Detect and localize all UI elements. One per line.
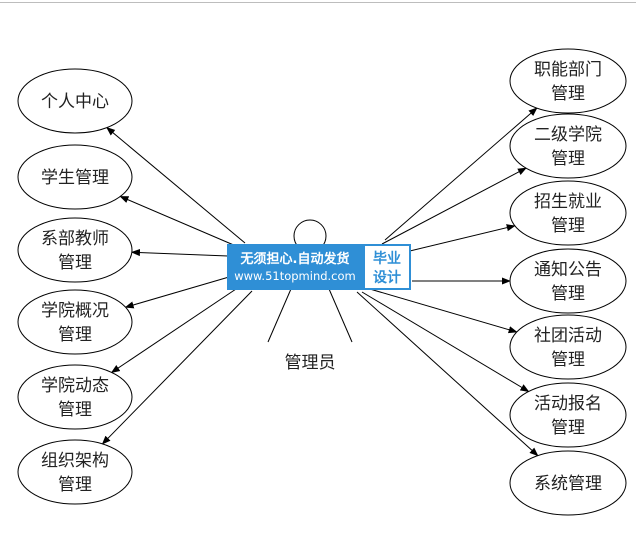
left-association-arrow-5 [110,284,243,373]
left-node-label: 组织架构 [41,451,109,471]
right-node-label: 管理 [551,350,585,370]
right-node-ellipse [509,382,627,448]
left-node-1: 个人中心 [17,68,133,134]
right-node-ellipse [509,180,627,246]
right-node-ellipse [509,113,627,179]
left-node-ellipse [17,144,133,210]
right-node-ellipse [509,248,627,314]
right-node-label: 管理 [551,418,585,438]
right-node-7: 系统管理 [509,450,627,516]
top-border-line [0,2,636,3]
right-association-arrow-6 [361,291,530,392]
left-association-arrow-1 [106,126,246,244]
right-node-label: 管理 [551,284,585,304]
left-node-label: 学生管理 [41,168,109,188]
right-node-label: 管理 [551,84,585,104]
left-node-ellipse [17,68,133,134]
left-node-label: 学院动态 [41,376,109,396]
left-node-ellipse [17,217,133,283]
left-node-label: 管理 [58,253,92,273]
right-association-arrow-5 [362,286,518,334]
right-association-arrow-2 [381,167,527,245]
left-association-arrow-3 [130,248,229,257]
actor-left-leg [267,281,295,343]
right-association-arrow-1 [384,107,538,241]
right-node-label: 二级学院 [534,125,602,145]
watermark-badge-line1: 毕业 [373,251,401,267]
watermark-url: www.51topmind.com [234,269,356,283]
left-node-ellipse [17,289,133,355]
watermark: 无须担心.自动发货 www.51topmind.com 毕业 设计 [227,244,411,290]
right-node-label: 管理 [551,216,585,236]
left-association-arrow-6 [101,290,253,445]
right-node-label: 管理 [551,149,585,169]
left-node-label: 系部教师 [41,229,109,249]
left-association-arrow-4 [124,276,230,309]
left-node-2: 学生管理 [17,144,133,210]
watermark-badge: 毕业 设计 [363,244,411,290]
actor-figure: 管理员 [267,219,353,373]
actor-right-leg [325,281,353,343]
right-node-label: 通知公告 [534,260,602,280]
right-node-ellipse [509,450,627,516]
left-node-label: 管理 [58,475,92,495]
left-node-ellipse [17,439,133,505]
right-node-ellipse [509,48,627,114]
right-association-arrow-7 [356,291,539,457]
right-node-label: 职能部门 [534,60,602,80]
right-node-label: 系统管理 [534,474,602,494]
left-node-label: 管理 [58,325,92,345]
right-node-ellipse [509,314,627,380]
right-node-label: 社团活动 [534,326,602,346]
right-node-label: 活动报名 [534,394,602,414]
left-node-label: 管理 [58,400,92,420]
watermark-slogan: 无须担心.自动发货 [240,252,350,267]
watermark-badge-line2: 设计 [373,270,401,286]
right-node-label: 招生就业 [534,192,602,212]
actor-label: 管理员 [285,353,336,373]
left-association-arrow-2 [119,195,244,250]
left-node-label: 个人中心 [41,92,109,112]
left-node-label: 学院概况 [41,301,109,321]
watermark-left-panel: 无须担心.自动发货 www.51topmind.com [227,244,363,290]
left-node-ellipse [17,364,133,430]
